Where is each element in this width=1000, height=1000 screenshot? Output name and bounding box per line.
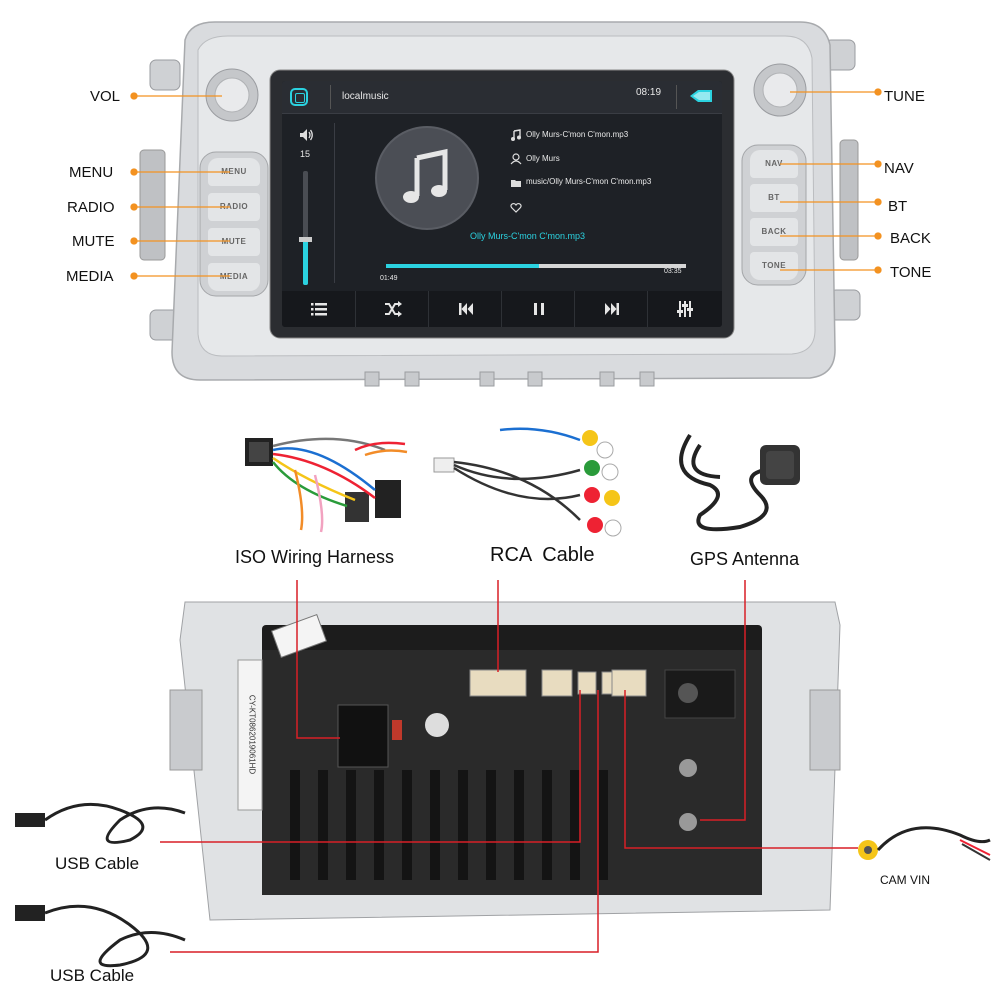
volume-slider[interactable]: [299, 171, 312, 285]
header-divider: [330, 85, 331, 109]
skip-back-icon: [458, 303, 473, 315]
home-icon[interactable]: [290, 88, 308, 106]
accessories: ISO Wiring Harness RCA Cable GPS Antenna: [0, 400, 1000, 590]
playlist-button[interactable]: [282, 291, 355, 327]
usb-cable-1-image: [15, 802, 186, 844]
cam-vin-cable-image: [858, 826, 991, 861]
usb-cable-2-label: USB Cable: [50, 966, 135, 985]
progress-fill: [386, 264, 539, 268]
gps-antenna-label: GPS Antenna: [690, 549, 800, 569]
now-playing-title: Olly Murs-C'mon C'mon.mp3: [470, 231, 585, 241]
mute-button[interactable]: MUTE: [208, 228, 260, 256]
rca-cable-label: RCA Cable: [490, 544, 595, 566]
back-button[interactable]: BACK: [750, 218, 798, 246]
media-button[interactable]: MEDIA: [208, 263, 260, 291]
track-filename: Olly Murs-C'mon C'mon.mp3: [526, 130, 629, 139]
next-button[interactable]: [574, 291, 648, 327]
media-label: MEDIA: [66, 268, 114, 285]
equalizer-icon: [676, 301, 693, 317]
rca-cable-image: [433, 427, 622, 537]
elapsed-time: 01:49: [380, 275, 398, 282]
list-icon: [310, 303, 327, 316]
back-arrow-icon[interactable]: [686, 87, 714, 105]
music-file-icon: [511, 129, 521, 141]
volume-value: 15: [300, 149, 311, 159]
head-unit: MENU RADIO MUTE MEDIA NAV BT BACK TONE V…: [0, 0, 1000, 400]
serial-sticker: CY-KT0862019061HD: [247, 694, 257, 775]
bt-label: BT: [888, 198, 908, 215]
menu-label: MENU: [69, 164, 114, 181]
total-time: 03:35: [664, 268, 682, 275]
music-note-icon: [403, 148, 448, 203]
artist-name: Olly Murs: [526, 154, 560, 163]
volume-slider-thumb[interactable]: [299, 237, 312, 243]
shuffle-button[interactable]: [355, 291, 429, 327]
sidebar-divider: [334, 123, 335, 283]
artist-icon: [510, 153, 522, 165]
clock: 08:19: [636, 87, 662, 98]
nav-label: NAV: [884, 160, 914, 177]
playback-controls: [282, 291, 722, 327]
radio-label: RADIO: [67, 199, 115, 216]
back-label: BACK: [890, 230, 931, 247]
app-title: localmusic: [342, 91, 389, 102]
pause-button[interactable]: [501, 291, 575, 327]
heart-icon[interactable]: [510, 202, 522, 214]
shuffle-icon: [384, 301, 402, 317]
tune-label: TUNE: [884, 88, 925, 105]
radio-button[interactable]: RADIO: [208, 193, 260, 221]
nav-button[interactable]: NAV: [750, 150, 798, 178]
pause-icon: [533, 303, 544, 315]
vol-label: VOL: [90, 88, 121, 105]
volume-slider-fill: [303, 239, 308, 285]
menu-button[interactable]: MENU: [208, 158, 260, 186]
volume-icon[interactable]: [298, 127, 314, 143]
usb-cable-1-label: USB Cable: [55, 854, 140, 873]
skip-forward-icon: [604, 303, 619, 315]
file-path: music/Olly Murs-C'mon C'mon.mp3: [526, 177, 652, 186]
iso-harness-image: [245, 437, 408, 533]
progress-bar[interactable]: [386, 264, 686, 268]
mute-label: MUTE: [72, 233, 115, 250]
folder-icon: [511, 180, 521, 187]
album-art: [375, 126, 479, 230]
usb-cable-2-image: [15, 904, 186, 968]
right-button-column: NAV BT BACK TONE: [750, 150, 798, 280]
back-panel: CY-KT0862019061HD USB Cable USB Cable CA…: [0, 580, 1000, 1000]
iso-harness-label: ISO Wiring Harness: [235, 547, 395, 567]
tone-label: TONE: [890, 264, 932, 281]
screen-header: localmusic 08:19: [282, 81, 722, 114]
header-divider: [676, 85, 677, 109]
equalizer-button[interactable]: [647, 291, 721, 327]
cam-vin-label: CAM VIN: [880, 873, 931, 887]
gps-antenna-image: [679, 433, 800, 532]
previous-button[interactable]: [428, 291, 502, 327]
bt-button[interactable]: BT: [750, 184, 798, 212]
left-button-column: MENU RADIO MUTE MEDIA: [208, 158, 260, 292]
tone-button[interactable]: TONE: [750, 252, 798, 280]
media-screen: localmusic 08:19 15 Ol: [282, 81, 722, 327]
